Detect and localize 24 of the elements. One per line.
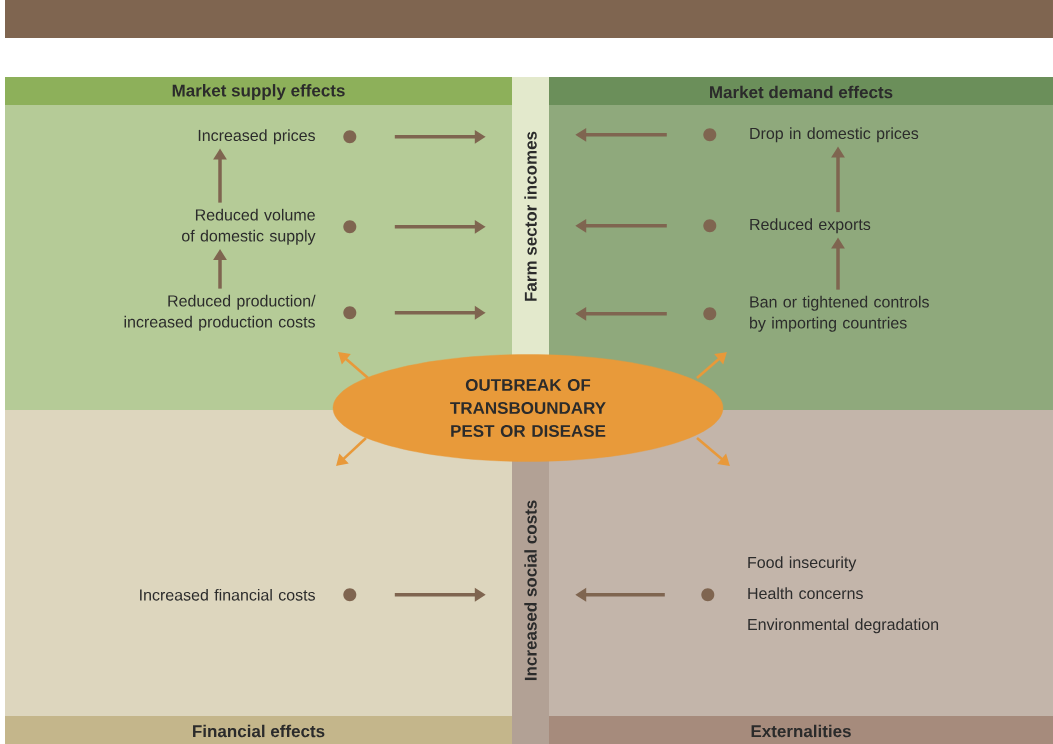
node-label: Reduced volume of domestic supply xyxy=(182,208,316,245)
node-label: Increased prices xyxy=(198,129,315,145)
node-label: Food insecurity xyxy=(748,556,857,572)
vertical-band: Increased social costs xyxy=(512,461,549,744)
node-label: Reduced production/ increased production costs xyxy=(124,294,316,331)
arrow xyxy=(338,352,369,379)
bullet-item: Food insecurity Health concerns Environmental degradation xyxy=(701,556,939,634)
bullet-item: Increased prices xyxy=(198,129,357,145)
bullet-item: Drop in domestic prices xyxy=(703,127,919,143)
bullet-item: Reduced exports xyxy=(703,218,871,234)
arrow xyxy=(696,352,727,379)
arrow xyxy=(696,437,730,466)
node-label: Ban or tightened controls by importing countries xyxy=(750,295,929,332)
node-label: Environmental degradation xyxy=(748,618,939,634)
bullet-item: Reduced volume of domestic supply xyxy=(182,208,357,245)
node-label: Increased financial costs xyxy=(140,588,315,601)
arrow xyxy=(336,437,367,466)
node-label: Reduced exports xyxy=(750,218,871,234)
bullet-item: Reduced production/ increased production costs xyxy=(124,294,357,331)
node-label: Health concerns xyxy=(748,587,863,600)
node-label: Drop in domestic prices xyxy=(750,127,919,143)
vertical-band: Farm sector incomes xyxy=(512,77,549,356)
bullet-item: Ban or tightened controls by importing countries xyxy=(703,295,929,332)
bullet-item: Increased financial costs xyxy=(140,588,357,602)
